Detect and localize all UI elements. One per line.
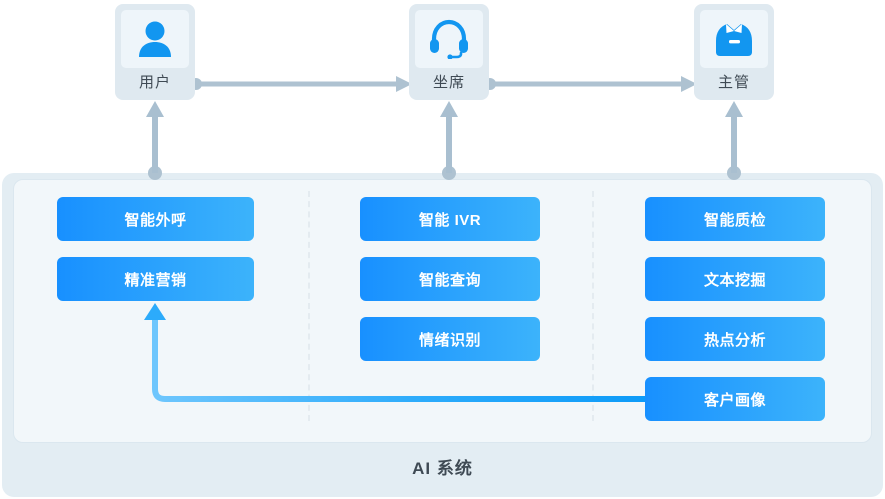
pill-label: 情绪识别 bbox=[418, 331, 481, 349]
pill-label: 热点分析 bbox=[703, 331, 766, 349]
panel-to-supervisor-arrow bbox=[725, 101, 743, 180]
pill-label: 精准营销 bbox=[124, 271, 187, 289]
role-card-supervisor[interactable]: 主管 bbox=[694, 4, 774, 100]
capability-pill-text-mining[interactable]: 文本挖掘 bbox=[645, 257, 825, 301]
pill-label: 文本挖掘 bbox=[703, 271, 766, 289]
pill-label: 智能外呼 bbox=[124, 211, 187, 229]
role-label-agent: 坐席 bbox=[432, 74, 465, 91]
agent-to-supervisor-arrow bbox=[484, 76, 697, 92]
capability-pill-hotspot-analysis[interactable]: 热点分析 bbox=[645, 317, 825, 361]
panel-to-user-arrow bbox=[146, 101, 164, 180]
pill-label: 智能 IVR bbox=[418, 211, 482, 229]
ai-system-title: AI 系统 bbox=[412, 459, 473, 478]
supervisor-icon bbox=[700, 10, 768, 68]
capability-pill-smart-query[interactable]: 智能查询 bbox=[360, 257, 540, 301]
column-divider-1 bbox=[308, 191, 310, 421]
capability-pill-smart-ivr[interactable]: 智能 IVR bbox=[360, 197, 540, 241]
capability-pill-customer-profile[interactable]: 客户画像 bbox=[645, 377, 825, 421]
pill-label: 智能质检 bbox=[703, 211, 766, 229]
capability-pill-smart-outbound[interactable]: 智能外呼 bbox=[57, 197, 254, 241]
role-label-user: 用户 bbox=[138, 74, 171, 91]
capability-pill-emotion-recognition[interactable]: 情绪识别 bbox=[360, 317, 540, 361]
pill-label: 智能查询 bbox=[418, 271, 481, 289]
role-card-user[interactable]: 用户 bbox=[115, 4, 195, 100]
panel-to-agent-arrow bbox=[440, 101, 458, 180]
capability-pill-precision-marketing[interactable]: 精准营销 bbox=[57, 257, 254, 301]
role-card-agent[interactable]: 坐席 bbox=[409, 4, 489, 100]
headset-icon bbox=[415, 10, 483, 68]
pill-label: 客户画像 bbox=[703, 391, 766, 409]
user-icon bbox=[121, 10, 189, 68]
role-label-supervisor: 主管 bbox=[717, 74, 750, 91]
column-divider-2 bbox=[592, 191, 594, 421]
capability-pill-quality-inspection[interactable]: 智能质检 bbox=[645, 197, 825, 241]
user-to-agent-arrow bbox=[190, 76, 412, 92]
